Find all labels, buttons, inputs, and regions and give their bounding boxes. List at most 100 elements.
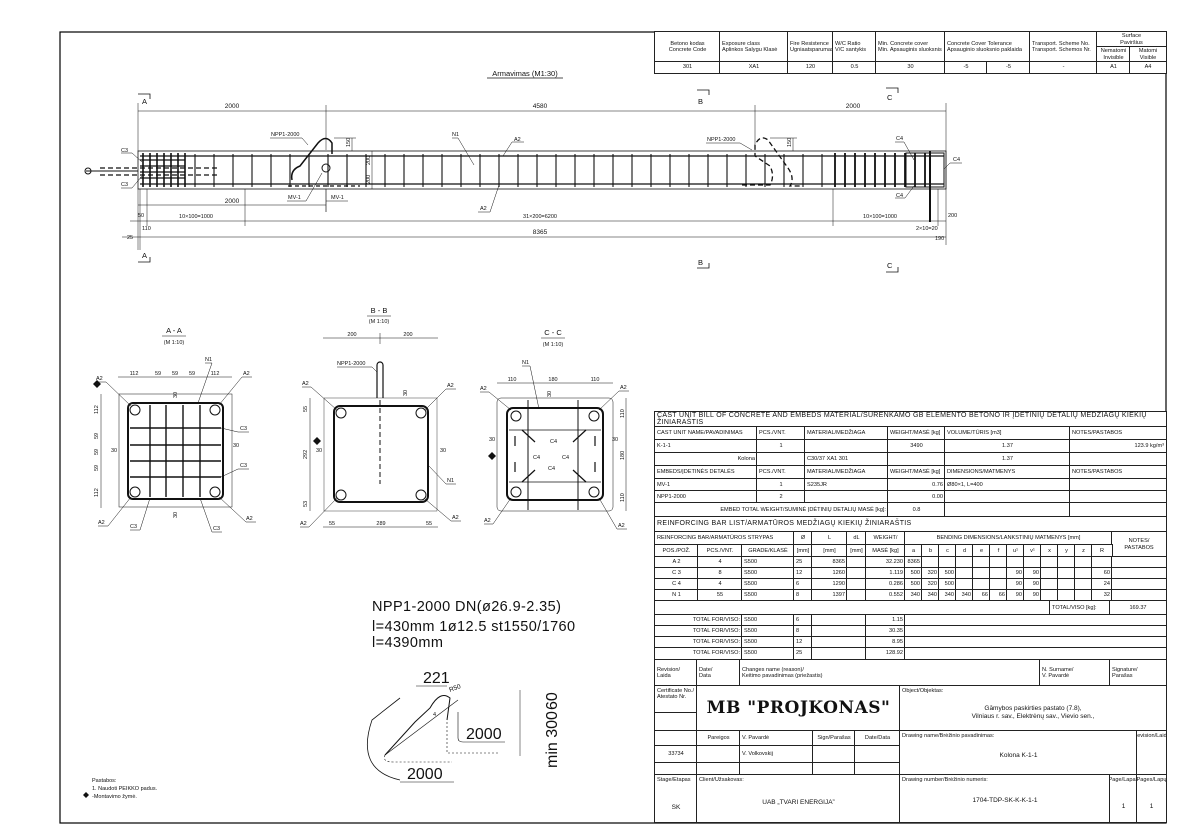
aa-left-dim-5: 112 xyxy=(94,488,100,497)
empty-cell xyxy=(854,745,901,764)
empty-cell xyxy=(904,614,1167,627)
dim-2x10: 2×10=20 xyxy=(916,226,938,232)
title-block-stage: SK xyxy=(671,804,681,811)
bom-embed-headers-0-cell: EMBEDS/ĮDETINĖS DETALĖS xyxy=(654,465,758,480)
rebar-bending-header-cell: BENDING DIMENSIONS/LANKSTINIŲ MATMENYS [… xyxy=(904,531,1113,546)
rebar-rows-2-1-cell: 4 xyxy=(697,578,743,591)
cc-top-dim-2: 180 xyxy=(548,377,557,383)
mounting-mark-icon xyxy=(83,792,89,798)
header-table-values-tol-1-cell: -5 xyxy=(944,61,988,74)
rebar-sub-headers-17-cell: z xyxy=(1074,544,1093,558)
rebar-sub-headers-0-cell: POS./POŽ. xyxy=(654,544,699,558)
rebar-rows-1-0-cell: C 3 xyxy=(654,567,699,580)
header-table-values-visible-cell: A4 xyxy=(1129,61,1167,74)
title-block-designer-cell: V. Volkovskij xyxy=(739,745,814,764)
section-aa-title: A - A xyxy=(166,326,182,335)
rebar-rows-0-17-cell xyxy=(1074,556,1093,569)
bb-label-a2-bl: A2 xyxy=(300,521,307,527)
bb-bottom-dim-2: 289 xyxy=(376,521,385,527)
title-block-page-label-cell: Page/Lapas xyxy=(1109,774,1138,823)
header-table-wc-ratio-cell: W/C Ratio V/C santykis xyxy=(832,31,877,63)
title-block-client-label-cell: Client/Užsakovas: xyxy=(696,774,901,823)
rebar-rows-0-15-cell xyxy=(1040,556,1059,569)
section-a-a: A - A (M 1:10) 112 59 59 59 112 112 59 5… xyxy=(93,326,256,533)
bom-headers-4-cell: VOLUME/TŪRIS [m3] xyxy=(944,426,1071,441)
rebar-rows-2-7-cell: 500 xyxy=(904,578,923,591)
bom-headers-1-cell: PCS./VNT. xyxy=(756,426,806,441)
aa-top-dim-1: 112 xyxy=(130,371,139,377)
rebar-rows-2-10-cell xyxy=(955,578,974,591)
empty-cell xyxy=(696,762,741,776)
empty-cell xyxy=(1069,490,1167,504)
header-table-exposure-class-cell: Exposure class Aplinkos Salygu Klasė xyxy=(719,31,789,63)
bom-headers-2-cell: MATERIAL/MEDŽIAGA xyxy=(804,426,889,441)
label-c4-top: C4 xyxy=(896,136,903,142)
rebar-rows-1-15-cell xyxy=(1040,567,1059,580)
label-c3-top: C3 xyxy=(121,148,128,154)
rebar-rows-0-19-cell xyxy=(1111,556,1167,569)
rebar-rows-0-0-cell: A 2 xyxy=(654,556,699,569)
rebar-sub-headers-8-cell: b xyxy=(921,544,940,558)
dim-50: 50 xyxy=(138,213,144,219)
empty-cell xyxy=(812,745,856,764)
dim-bottom-2000: 2000 xyxy=(225,198,240,205)
rebar-rows-3-7-cell: 340 xyxy=(904,589,923,602)
section-mark-b-bottom: B xyxy=(698,258,703,267)
dim-height-upper: 200 xyxy=(366,156,372,165)
rebar-total-cell: 169.37 xyxy=(1109,600,1167,616)
cc-cover-left: 30 xyxy=(489,437,495,443)
section-mark-c-top: C xyxy=(887,93,893,102)
bom-unit-notes-cell: 123.9 kg/m³ xyxy=(1069,439,1167,454)
rebar-rows-1-9-cell: 500 xyxy=(938,567,957,580)
rebar-sub-headers-11-cell: e xyxy=(972,544,991,558)
empty-cell xyxy=(1069,502,1167,518)
title-block-revision-short-cell: Revision/Laida xyxy=(1136,730,1167,776)
label-npp-left: NPP1-2000 xyxy=(271,132,299,138)
bb-top-dim-1: 200 xyxy=(347,332,356,338)
rebar-rows-2-6-cell: 0.286 xyxy=(865,578,906,591)
header-table-cover-tolerance-cell: Concrete Cover Tolerance Apsauginio sluo… xyxy=(944,31,1031,63)
aa-top-dim-2: 59 xyxy=(155,371,161,377)
section-bb-title: B - B xyxy=(371,306,388,315)
title-block-date-col-cell: Date/Data xyxy=(854,730,901,747)
aa-top-dim-3: 59 xyxy=(172,371,178,377)
empty-cell xyxy=(944,502,1071,518)
bom-embeds-0-dims-cell: Ø80×1, L=400 xyxy=(944,478,1071,492)
bom-headers-0-cell: CAST UNIT NAME/PAVADINIMAS xyxy=(654,426,758,441)
header-table-values-fire-resistance-cell: 120 xyxy=(787,61,834,74)
npp-spec-line-1: NPP1-2000 DN(ø26.9-2.35) xyxy=(372,599,561,615)
rebar-rows-0-16-cell xyxy=(1057,556,1076,569)
rebar-weight-header-cell: WEIGHT/ xyxy=(865,531,906,546)
aa-label-c3-r2: C3 xyxy=(240,463,247,469)
rebar-rows-0-5-cell xyxy=(846,556,867,569)
rebar-totals-3-grade-cell: S500 xyxy=(741,647,795,660)
rebar-dl-header-cell: dL xyxy=(846,531,867,546)
mounting-mark-icon xyxy=(488,452,496,460)
aa-left-dim-1: 112 xyxy=(94,405,100,414)
note-2: -Montavimo žymė. xyxy=(92,794,137,800)
bb-cover-right: 30 xyxy=(440,448,446,454)
title-block-position-cell: Pareigos xyxy=(696,730,741,747)
title-block-date-cell: Date/ Data xyxy=(696,659,741,687)
rebar-rows-3-2-cell: S500 xyxy=(741,589,795,602)
header-table-surface-cell: Surface Paviršius xyxy=(1096,31,1167,48)
aa-left-dim-3: 59 xyxy=(94,449,100,455)
aa-left-dim-4: 59 xyxy=(94,465,100,471)
npp-dim-bottom: 2000 xyxy=(407,766,443,783)
rebar-totals-1-label-cell: TOTAL FOR/VISO: xyxy=(654,625,743,638)
rebar-rows-0-18-cell xyxy=(1091,556,1113,569)
empty-cell xyxy=(887,452,946,467)
rebar-rows-1-1-cell: 8 xyxy=(697,567,743,580)
rebar-rows-2-14-cell: 90 xyxy=(1023,578,1042,591)
bom-part-volume-cell: 1.37 xyxy=(944,452,1071,467)
rebar-rows-2-12-cell xyxy=(989,578,1008,591)
rebar-total-label-cell: TOTAL/VISO [kg]: xyxy=(1049,600,1111,616)
dim-right-stirrups: 10×100=1000 xyxy=(863,214,897,220)
rebar-rows-0-2-cell: S500 xyxy=(741,556,795,569)
header-table-values-tol-2-cell: -5 xyxy=(986,61,1031,74)
bom-embed-headers-3-cell: WEIGHT/MASĖ [kg] xyxy=(887,465,946,480)
empty-cell xyxy=(811,625,867,638)
bom-embeds-1-weight-cell: 0.00 xyxy=(887,490,946,504)
label-npp-right: NPP1-2000 xyxy=(707,137,735,143)
